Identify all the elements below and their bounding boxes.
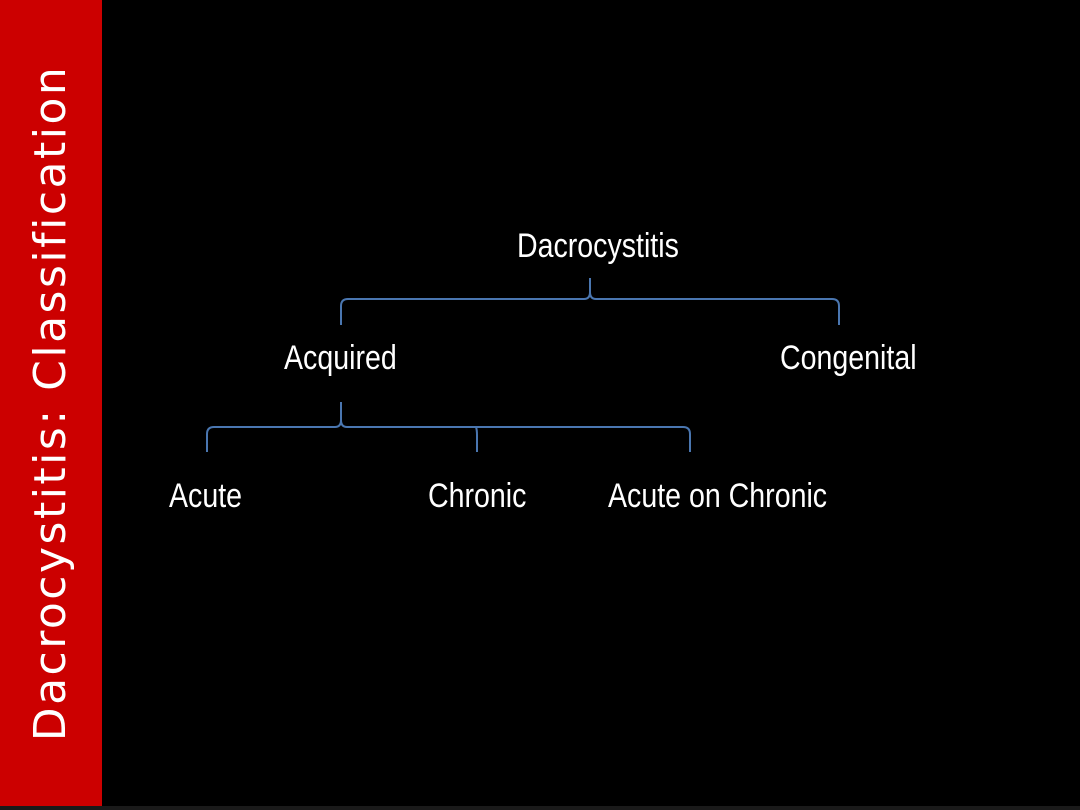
chronic-tick [475, 426, 478, 452]
bottom-edge [0, 806, 1080, 810]
node-congenital: Congenital [780, 339, 917, 377]
node-dacrocystitis: Dacrocystitis [517, 227, 679, 265]
node-acquired: Acquired [284, 339, 397, 377]
node-acute: Acute [169, 477, 243, 515]
node-acute-on-chronic: Acute on Chronic [608, 477, 828, 515]
side-title-band: Dacrocystitis: Classification [0, 0, 102, 810]
acquired-bracket [206, 402, 691, 452]
node-chronic: Chronic [428, 477, 527, 515]
root-bracket [340, 278, 840, 325]
